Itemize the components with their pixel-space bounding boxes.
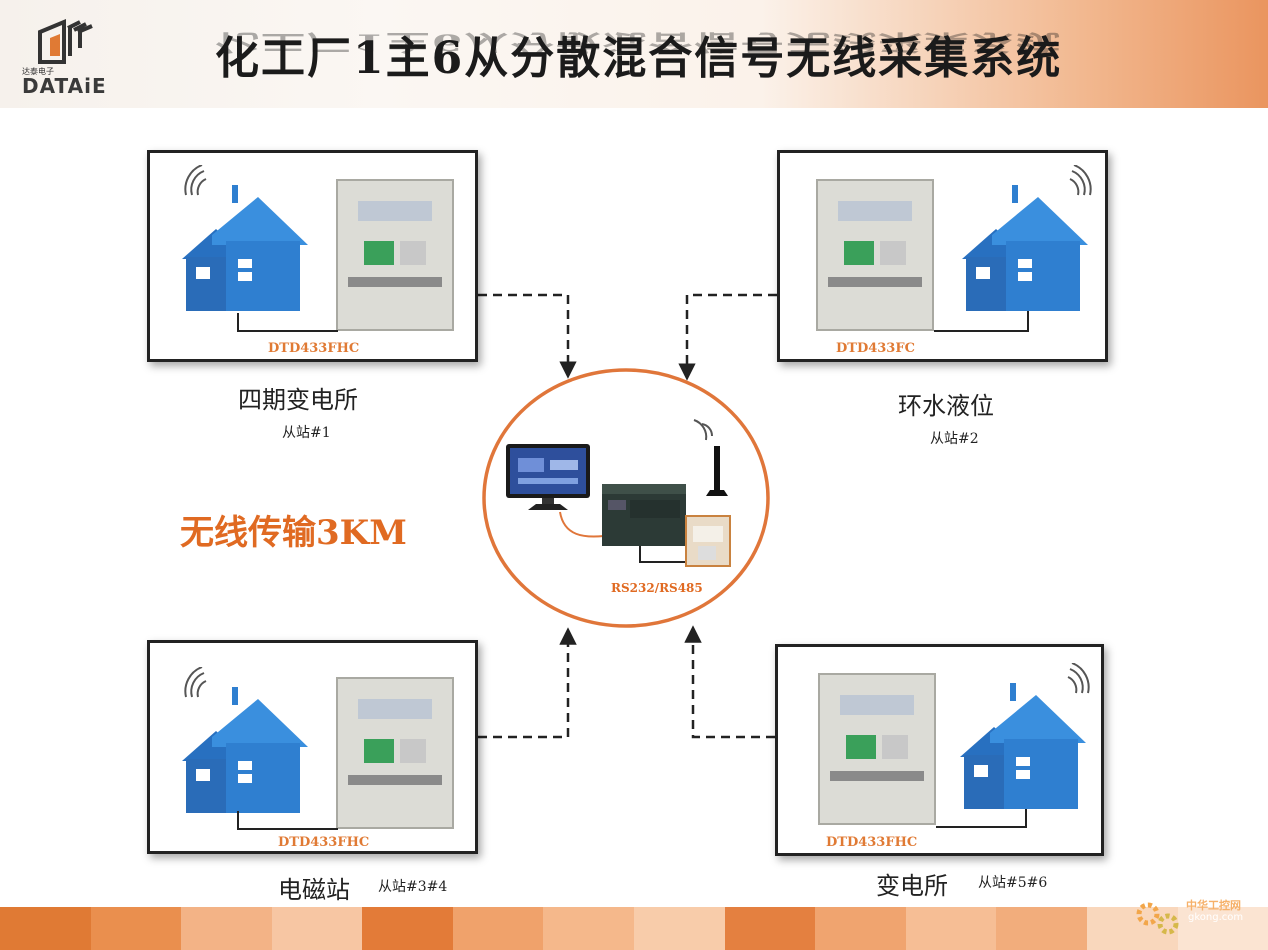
interface-label: RS232/RS485 [611, 581, 703, 595]
house-icon [182, 687, 308, 813]
logo-cn-text: 达泰电子 [22, 67, 54, 76]
station-model: DTD433FHC [826, 835, 918, 850]
station-name: 电磁站 [278, 876, 350, 904]
station-sub: 从站#2 [930, 431, 979, 447]
station-2-box: DTD433FC [777, 150, 1108, 362]
station-1-box: DTD433FHC [147, 150, 478, 362]
station-model: DTD433FHC [278, 835, 370, 850]
station-name: 变电所 [876, 872, 948, 900]
logo-icon [38, 19, 93, 64]
station-sub: 从站#5#6 [978, 875, 1048, 891]
footer-bar [0, 907, 1268, 950]
logo-en-text: DATAiE [22, 74, 107, 98]
station-3-box: DTD433FHC [147, 640, 478, 854]
link-station-3 [478, 627, 577, 739]
cable-line [237, 811, 338, 830]
cabinet-icon [816, 179, 934, 331]
station-sub: 从站#3#4 [378, 879, 448, 895]
cable-line [237, 313, 338, 332]
signal-icon [1069, 165, 1092, 196]
link-station-2 [678, 293, 777, 381]
wireless-range-label: 无线传输3KM [180, 513, 407, 553]
monitor-icon [506, 444, 590, 510]
station-name: 环水液位 [898, 392, 994, 420]
house-icon [182, 185, 308, 311]
cable-line [934, 311, 1029, 332]
master-station [482, 368, 770, 628]
radio-icon [685, 515, 731, 567]
station-model: DTD433FHC [268, 341, 360, 356]
signal-icon [1067, 663, 1090, 694]
watermark-en: gkong.com [1188, 912, 1244, 923]
header-banner: 达泰电子 DATAiE 化工厂1主6从分散混合信号无线采集系统 化工厂1主6从分… [0, 0, 1268, 108]
watermark-gear-icon [1136, 902, 1179, 935]
station-model: DTD433FC [836, 341, 915, 356]
signal-icon [184, 667, 207, 698]
antenna-icon [693, 419, 728, 496]
link-station-4 [684, 625, 775, 739]
plc-icon [602, 484, 686, 546]
station-4-box: DTD433FHC [775, 644, 1104, 856]
watermark-cn: 中华工控网 [1186, 899, 1241, 912]
signal-icon [184, 165, 207, 196]
cabinet-icon [818, 673, 936, 825]
cabinet-icon [336, 677, 454, 829]
cabinet-icon [336, 179, 454, 331]
house-icon [962, 185, 1088, 311]
house-icon [960, 683, 1086, 809]
cable-line [936, 809, 1027, 828]
station-sub: 从站#1 [282, 425, 331, 441]
page-title: 化工厂1主6从分散混合信号无线采集系统 [215, 33, 1063, 84]
station-name: 四期变电所 [238, 386, 358, 414]
link-station-1 [478, 293, 577, 379]
